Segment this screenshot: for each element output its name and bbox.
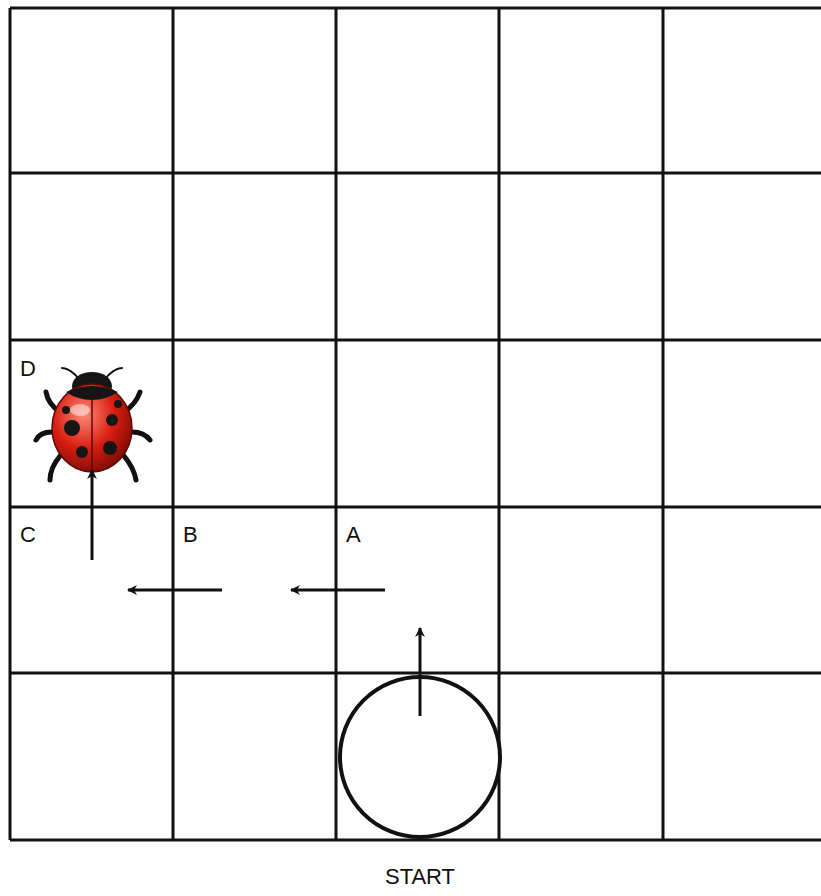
grid-letter: B — [183, 524, 198, 546]
grid-lines — [10, 8, 821, 840]
start-label: START — [385, 866, 455, 888]
grid-letter: A — [346, 524, 361, 546]
grid-letter: C — [20, 524, 36, 546]
path-arrow — [91, 470, 94, 560]
grid-letter: D — [20, 358, 36, 380]
ladybug-picture — [36, 368, 150, 480]
path-arrows — [128, 590, 420, 716]
